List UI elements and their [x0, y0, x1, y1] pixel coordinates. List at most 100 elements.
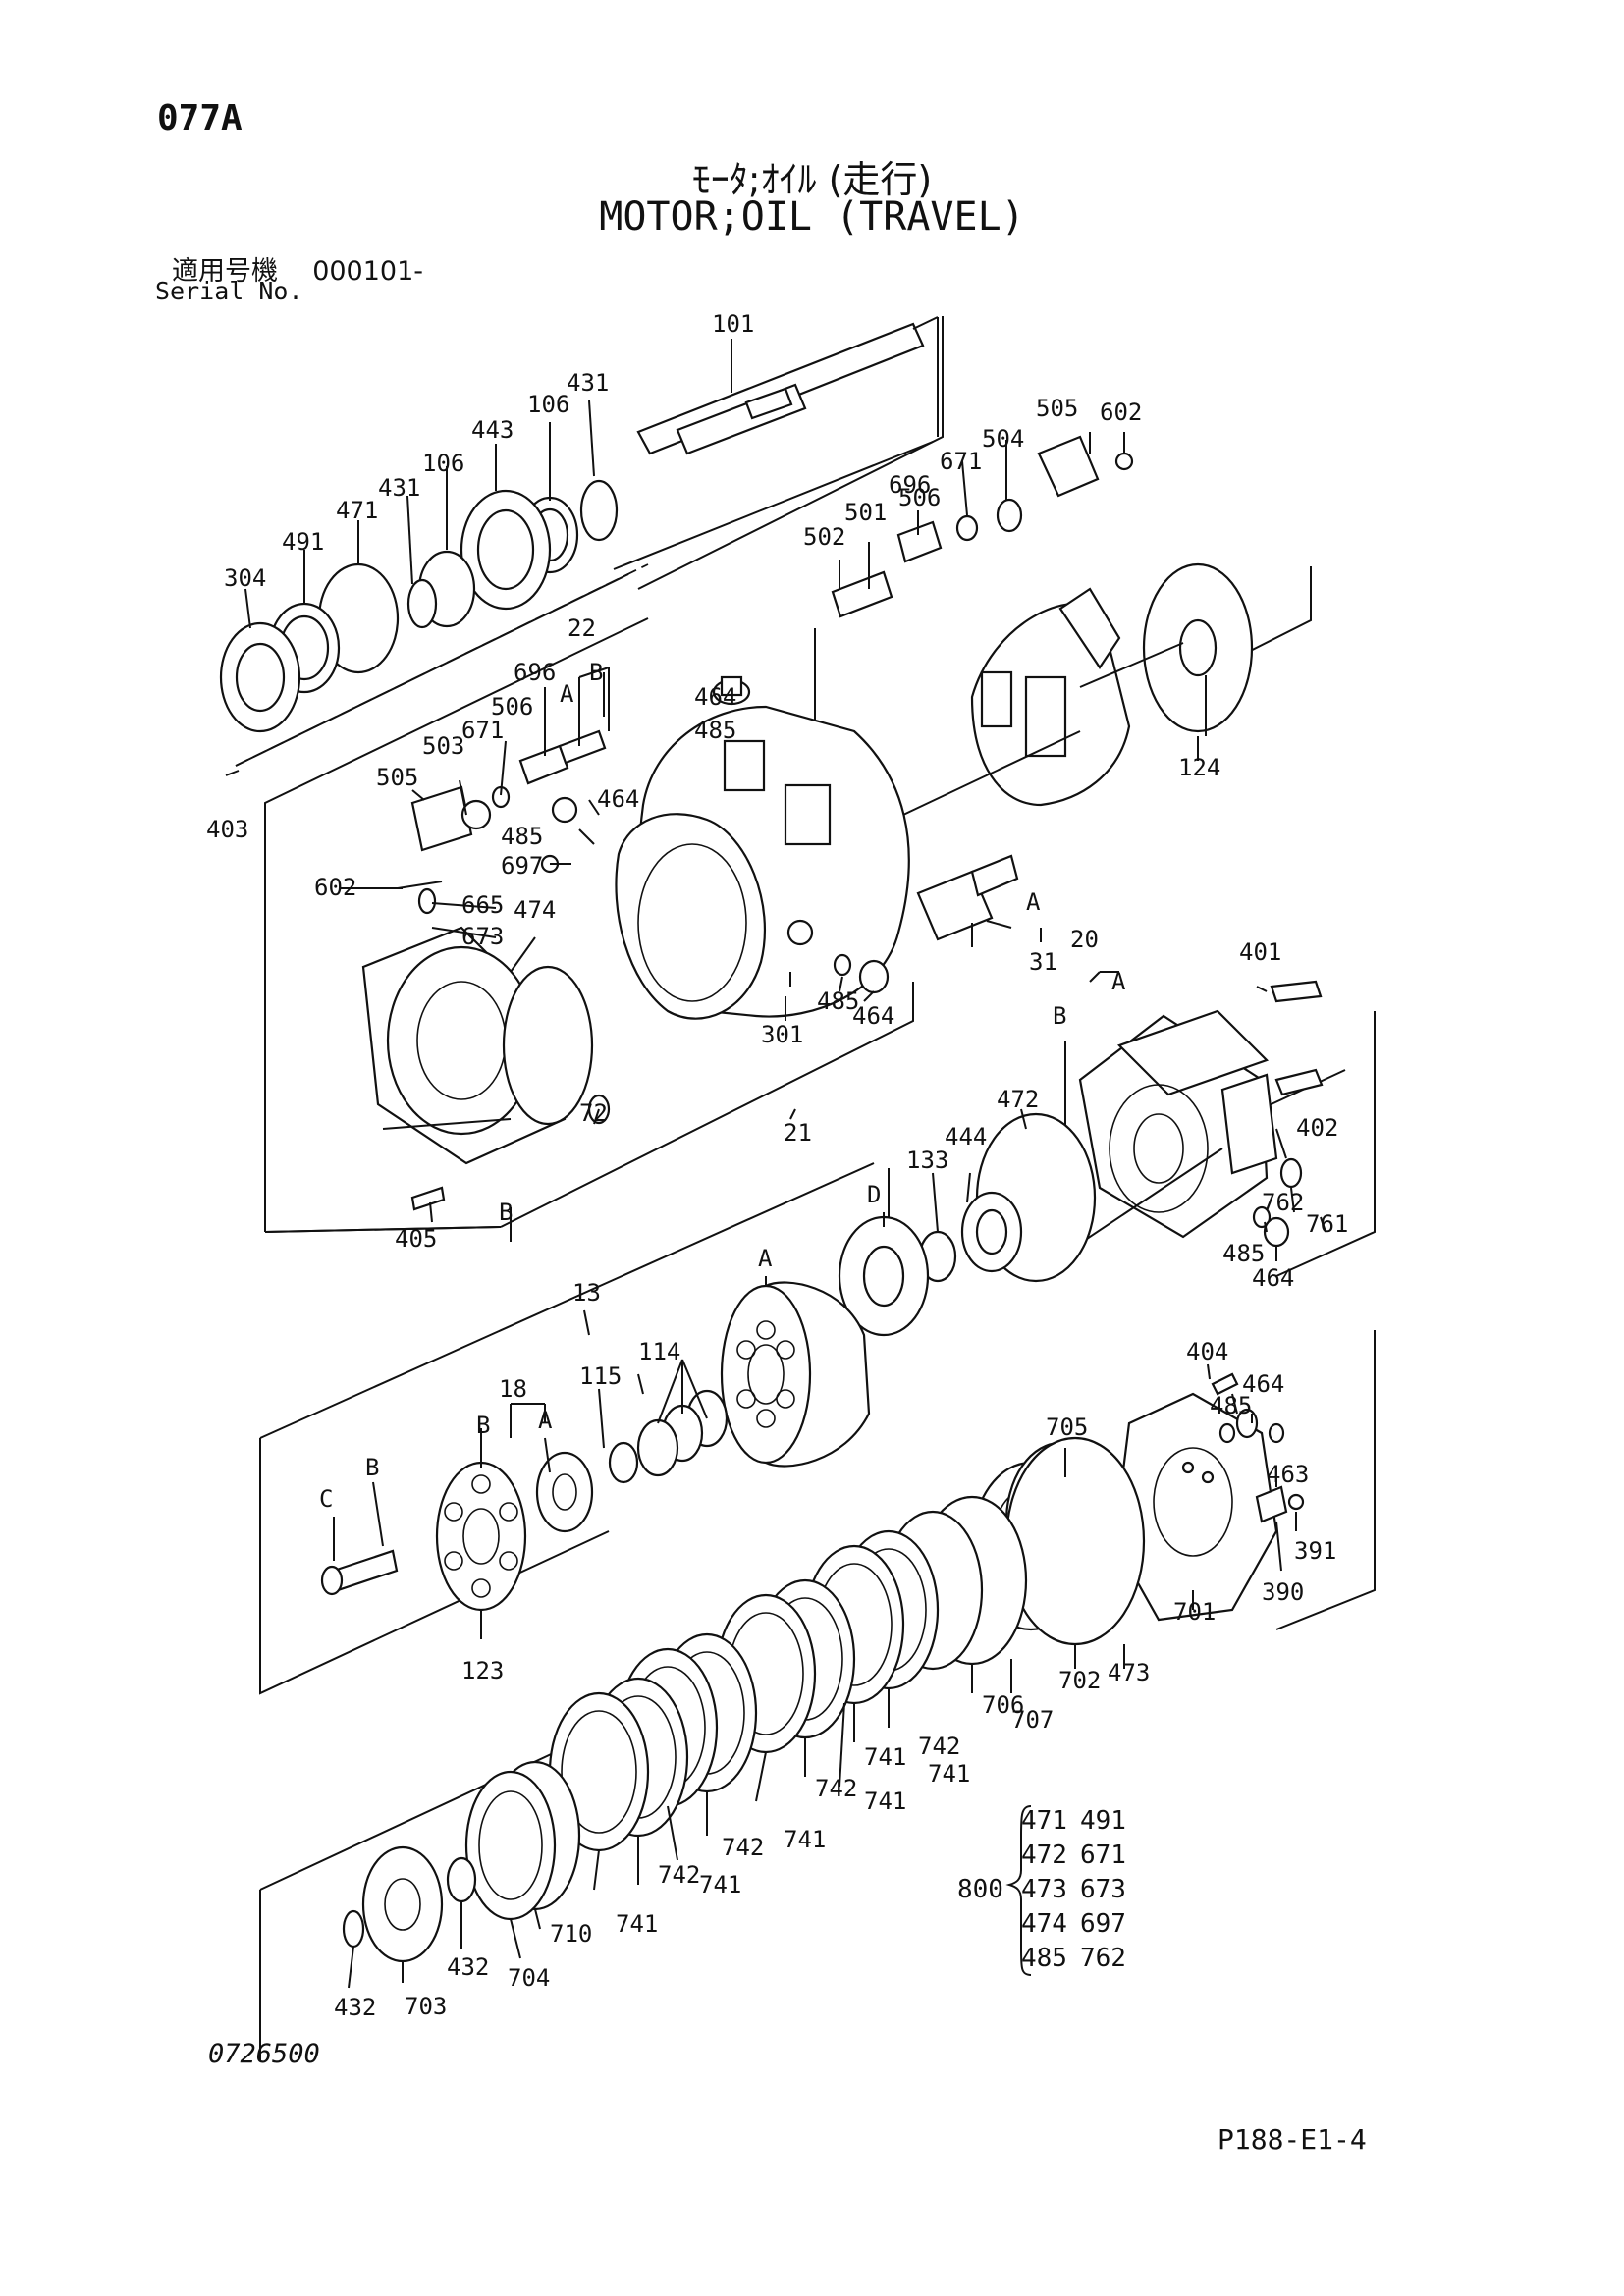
- callout-B: B: [499, 1199, 513, 1226]
- callout-123: 123: [461, 1657, 504, 1684]
- callout-431: 431: [378, 474, 420, 502]
- friction-plates-741-742: [548, 1529, 940, 1852]
- callout-602: 602: [314, 874, 356, 901]
- callout-473: 473: [1108, 1659, 1150, 1686]
- callout-C: C: [319, 1485, 333, 1513]
- callout-304: 304: [224, 564, 266, 592]
- seal-kit-part: 474: [1021, 1909, 1067, 1939]
- callout-506: 506: [898, 484, 941, 511]
- callout-31: 31: [1029, 948, 1057, 976]
- page-code: 077A: [157, 98, 243, 138]
- callout-labels: 101 431 106 443 106 431 471 491 304 403 …: [206, 310, 1348, 2021]
- callout-B: B: [365, 1454, 379, 1481]
- callout-D: D: [867, 1181, 881, 1208]
- callout-741: 741: [864, 1743, 906, 1771]
- callout-464: 464: [1252, 1264, 1294, 1292]
- callout-leaders: [225, 339, 1326, 1989]
- title-japanese: ﾓｰﾀ;ｵｲﾙ (走行): [691, 158, 933, 201]
- callout-485: 485: [1222, 1240, 1265, 1267]
- brake-cover-701: [1112, 1372, 1305, 1622]
- callout-114: 114: [638, 1338, 680, 1365]
- callout-697: 697: [501, 852, 543, 880]
- callout-707: 707: [1011, 1706, 1054, 1734]
- callout-474: 474: [514, 896, 556, 924]
- callout-702: 702: [1058, 1667, 1101, 1694]
- callout-762: 762: [1262, 1189, 1304, 1216]
- callout-404: 404: [1186, 1338, 1228, 1365]
- callout-391: 391: [1294, 1537, 1336, 1565]
- callout-696: 696: [889, 471, 931, 499]
- callout-18: 18: [499, 1375, 527, 1403]
- callout-704: 704: [508, 1964, 550, 1992]
- callout-432: 432: [447, 1953, 489, 1981]
- callout-405: 405: [395, 1225, 437, 1253]
- callout-502: 502: [803, 523, 845, 551]
- seal-kit-part: 472: [1021, 1841, 1067, 1870]
- callout-22-A: A: [560, 680, 574, 708]
- title-english: MOTOR;OIL (TRAVEL): [599, 194, 1025, 240]
- callout-673: 673: [461, 923, 504, 950]
- seal-kit-number: 800: [957, 1875, 1003, 1904]
- callout-491: 491: [282, 528, 324, 556]
- page-reference: P188-E1-4: [1218, 2123, 1367, 2156]
- serial-label-english: Serial No.: [155, 277, 303, 305]
- callout-706: 706: [982, 1691, 1024, 1719]
- callout-443: 443: [471, 416, 514, 444]
- output-shaft-101: [613, 316, 939, 570]
- callout-485: 485: [817, 988, 859, 1015]
- spring-set-114: [320, 1389, 729, 1612]
- swash-plate-124: [970, 562, 1254, 807]
- seal-kit-row: 473 673: [1021, 1873, 1139, 1907]
- callout-21: 21: [784, 1119, 812, 1147]
- callout-703: 703: [405, 1993, 447, 2020]
- cylinder-block-13: [720, 1281, 871, 1468]
- relief-valve-parts-top: [814, 435, 1134, 746]
- callout-20-B: B: [1053, 1002, 1066, 1030]
- relief-valve-parts-left: [397, 672, 607, 889]
- callout-444: 444: [945, 1123, 987, 1150]
- seal-kit-brace: [1005, 1805, 1032, 1976]
- callout-505: 505: [1036, 395, 1078, 422]
- callout-390: 390: [1262, 1578, 1304, 1606]
- callout-742: 742: [918, 1733, 960, 1760]
- callout-701: 701: [1173, 1598, 1216, 1626]
- callout-106: 106: [527, 391, 569, 418]
- valve-block-31: [833, 854, 1019, 994]
- callout-463: 463: [1267, 1461, 1309, 1488]
- callout-742: 742: [658, 1861, 700, 1889]
- callout-464: 464: [1242, 1370, 1284, 1398]
- callout-761: 761: [1306, 1210, 1348, 1238]
- callout-431: 431: [567, 369, 609, 397]
- callout-464: 464: [694, 683, 736, 711]
- callout-A: A: [758, 1245, 773, 1272]
- top-seal-bearing-stack: [219, 479, 649, 767]
- callout-403: 403: [206, 816, 248, 843]
- callout-710: 710: [550, 1920, 592, 1948]
- callout-20: 20: [1070, 926, 1099, 953]
- rings-gear-703: [342, 1760, 581, 1963]
- seal-kit-part: 673: [1080, 1875, 1126, 1904]
- callout-742: 742: [815, 1775, 857, 1802]
- callout-432: 432: [334, 1994, 376, 2021]
- callout-671: 671: [940, 448, 982, 475]
- callout-696: 696: [514, 659, 556, 686]
- callout-464: 464: [597, 785, 639, 813]
- callout-506: 506: [491, 693, 533, 721]
- group-frames: [259, 316, 1376, 2061]
- callout-671: 671: [461, 717, 504, 744]
- callout-115: 115: [579, 1362, 622, 1390]
- callout-485: 485: [501, 823, 543, 850]
- seal-kit-part: 473: [1021, 1875, 1067, 1904]
- callout-485: 485: [694, 717, 736, 744]
- seal-kit-part: 471: [1021, 1806, 1067, 1836]
- callout-133: 133: [906, 1147, 948, 1174]
- callout-602: 602: [1100, 399, 1142, 426]
- serial-label-japanese: 適用号機 000101-: [172, 249, 423, 288]
- callout-22-B: B: [589, 659, 603, 686]
- drawing-number: 0726500: [208, 2039, 320, 2069]
- seal-kit-part: 485: [1021, 1944, 1067, 1973]
